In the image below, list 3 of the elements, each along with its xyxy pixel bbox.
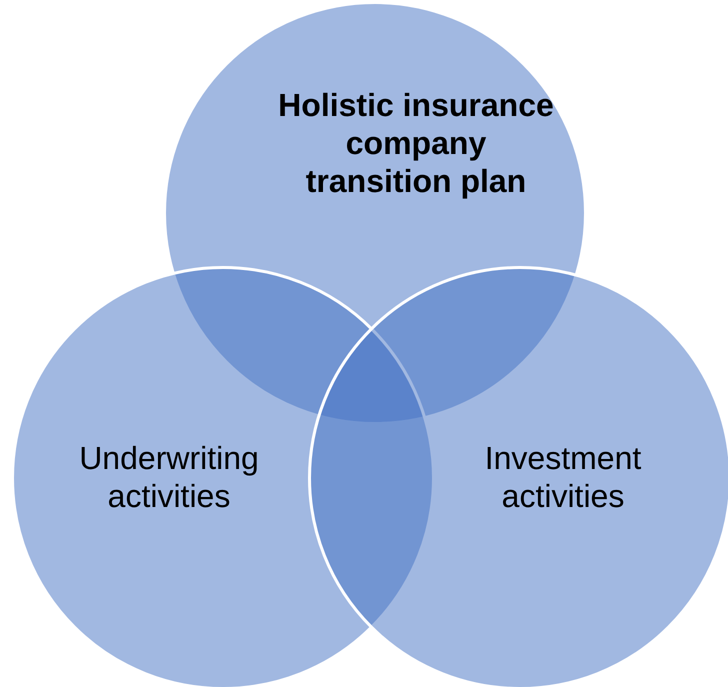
circle-label: Holistic insurance company transition plan [277, 86, 555, 200]
circle-label: Underwriting activities [78, 439, 260, 515]
circle-label: Investment activities [484, 439, 642, 515]
